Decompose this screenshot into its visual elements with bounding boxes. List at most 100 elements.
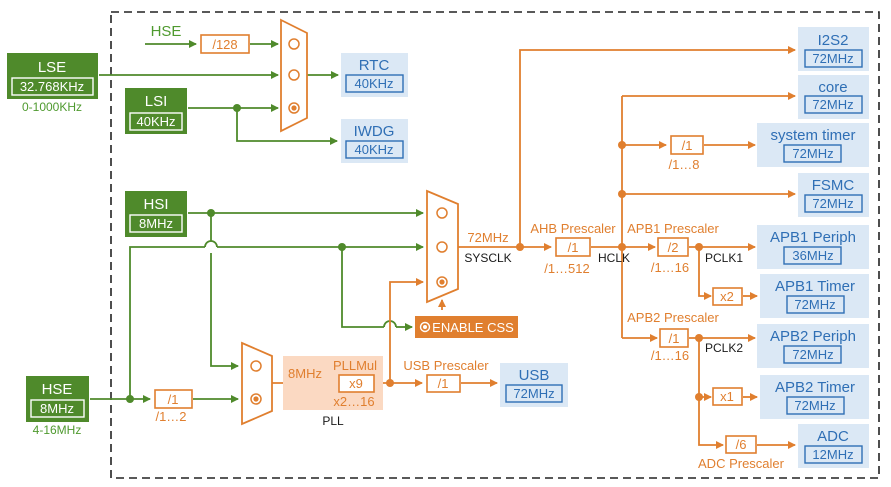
- lse-name: LSE: [38, 59, 66, 76]
- apb1-timer-multiplier: x2: [712, 287, 743, 306]
- lsi-frequency: 40KHz: [136, 114, 175, 129]
- hse-pll-divider-value: /1: [168, 392, 179, 407]
- enable-css-button[interactable]: ENABLE CSS: [415, 316, 518, 338]
- orange-junctions: [386, 141, 703, 401]
- usb-name: USB: [519, 367, 550, 384]
- rtc-output: RTC 40KHz: [341, 53, 408, 97]
- apb1-timer-output: APB1 Timer 72MHz: [760, 274, 869, 318]
- sysclk-mux: [426, 189, 459, 304]
- system-timer-name: system timer: [770, 127, 855, 144]
- hse-pll-divider-range: /1…2: [155, 409, 186, 424]
- adc-prescaler-label: ADC Prescaler: [698, 456, 785, 471]
- apb1-prescaler-label: APB1 Prescaler: [627, 221, 719, 236]
- ahb-prescaler: /1: [555, 237, 591, 257]
- rtc-frequency: 40KHz: [354, 76, 393, 91]
- hclk-label: HCLK: [598, 251, 630, 265]
- apb1-prescaler: /2: [657, 237, 689, 257]
- apb2-timer-frequency: 72MHz: [794, 398, 835, 413]
- apb2-timer-multiplier: x1: [712, 387, 743, 406]
- hsi-name: HSI: [143, 196, 168, 213]
- core-output: core 72MHz: [798, 75, 869, 119]
- usb-output: USB 72MHz: [500, 363, 568, 407]
- hse-frequency: 8MHz: [40, 401, 74, 416]
- hse-source: HSE 8MHz 4-16MHz: [26, 376, 89, 437]
- apb2-periph-output: APB2 Periph 72MHz: [757, 324, 869, 368]
- apb1-timer-name: APB1 Timer: [775, 278, 855, 295]
- apb2-timer-name: APB2 Timer: [775, 379, 855, 396]
- apb1-periph-output: APB1 Periph 36MHz: [757, 225, 869, 269]
- systick-divider-range: /1…8: [668, 157, 699, 172]
- lse-range: 0-1000KHz: [22, 100, 82, 114]
- enable-css-label: ENABLE CSS: [432, 320, 514, 335]
- apb2-prescaler-range: /1…16: [651, 348, 689, 363]
- adc-prescaler: /6: [725, 435, 757, 454]
- apb2-periph-name: APB2 Periph: [770, 328, 856, 345]
- ahb-prescaler-range: /1…512: [544, 261, 590, 276]
- ahb-prescaler-value: /1: [568, 240, 579, 255]
- iwdg-name: IWDG: [354, 123, 395, 140]
- chip-boundary: [110, 11, 880, 479]
- usb-frequency: 72MHz: [513, 386, 554, 401]
- lse-frequency: 32.768KHz: [20, 79, 84, 94]
- hse-pll-divider: /1: [154, 389, 193, 409]
- lsi-name: LSI: [145, 93, 168, 110]
- hsi-source: HSI 8MHz: [125, 191, 187, 237]
- apb1-periph-frequency: 36MHz: [792, 248, 833, 263]
- apb1-periph-name: APB1 Periph: [770, 229, 856, 246]
- apb2-prescaler-label: APB2 Prescaler: [627, 310, 719, 325]
- iwdg-frequency: 40KHz: [354, 142, 393, 157]
- apb1-prescaler-range: /1…16: [651, 260, 689, 275]
- i2s2-output: I2S2 72MHz: [798, 27, 869, 71]
- rtc-clock-mux: [280, 18, 308, 133]
- i2s2-name: I2S2: [818, 32, 849, 49]
- usb-prescaler-label: USB Prescaler: [403, 358, 489, 373]
- fsmc-output: FSMC 72MHz: [798, 173, 869, 217]
- pll-source-mux: [241, 341, 273, 426]
- iwdg-output: IWDG 40KHz: [341, 119, 408, 163]
- sysclk-label: SYSCLK: [464, 251, 511, 265]
- pll-multiplier-value: x9: [349, 376, 363, 391]
- hse-rtc-divider-value: /128: [212, 37, 237, 52]
- fsmc-name: FSMC: [812, 177, 855, 194]
- pll-label: PLL: [322, 414, 344, 428]
- apb2-timer-multiplier-value: x1: [720, 389, 734, 404]
- adc-prescaler-value: /6: [736, 437, 747, 452]
- ahb-prescaler-label: AHB Prescaler: [530, 221, 616, 236]
- pclk2-label: PCLK2: [705, 341, 743, 355]
- apb1-timer-multiplier-value: x2: [720, 289, 734, 304]
- system-timer-output: system timer 72MHz: [757, 123, 869, 167]
- lsi-source: LSI 40KHz: [125, 88, 187, 134]
- core-frequency: 72MHz: [812, 97, 853, 112]
- apb2-timer-output: APB2 Timer 72MHz: [760, 375, 869, 419]
- pll-mul-range: x2…16: [333, 394, 374, 409]
- hsi-frequency: 8MHz: [139, 216, 173, 231]
- apb2-prescaler-value: /1: [669, 331, 680, 346]
- usb-prescaler-value: /1: [438, 376, 449, 391]
- hse-range: 4-16MHz: [33, 423, 82, 437]
- lse-source: LSE 32.768KHz 0-1000KHz: [7, 53, 98, 114]
- sysclk-frequency: 72MHz: [467, 230, 508, 245]
- systick-divider-value: /1: [682, 138, 693, 153]
- hse-name: HSE: [42, 381, 73, 398]
- fsmc-frequency: 72MHz: [812, 196, 853, 211]
- system-timer-frequency: 72MHz: [792, 146, 833, 161]
- hse-rtc-divider: /128: [200, 34, 250, 54]
- hse-top-label: HSE: [151, 23, 182, 40]
- usb-prescaler: /1: [426, 374, 461, 393]
- rtc-name: RTC: [359, 57, 390, 74]
- pll-mul-label: PLLMul: [333, 358, 377, 373]
- apb2-periph-frequency: 72MHz: [792, 347, 833, 362]
- pll-multiplier: x9: [338, 374, 375, 393]
- apb1-timer-frequency: 72MHz: [794, 297, 835, 312]
- i2s2-frequency: 72MHz: [812, 51, 853, 66]
- pll-input-frequency: 8MHz: [288, 366, 322, 381]
- pclk1-label: PCLK1: [705, 251, 743, 265]
- core-name: core: [818, 79, 847, 96]
- apb1-prescaler-value: /2: [668, 240, 679, 255]
- systick-divider: /1: [670, 135, 704, 155]
- adc-frequency: 12MHz: [812, 447, 853, 462]
- radio-icon: [419, 321, 431, 333]
- apb2-prescaler: /1: [659, 328, 689, 348]
- adc-output: ADC 12MHz: [798, 424, 869, 468]
